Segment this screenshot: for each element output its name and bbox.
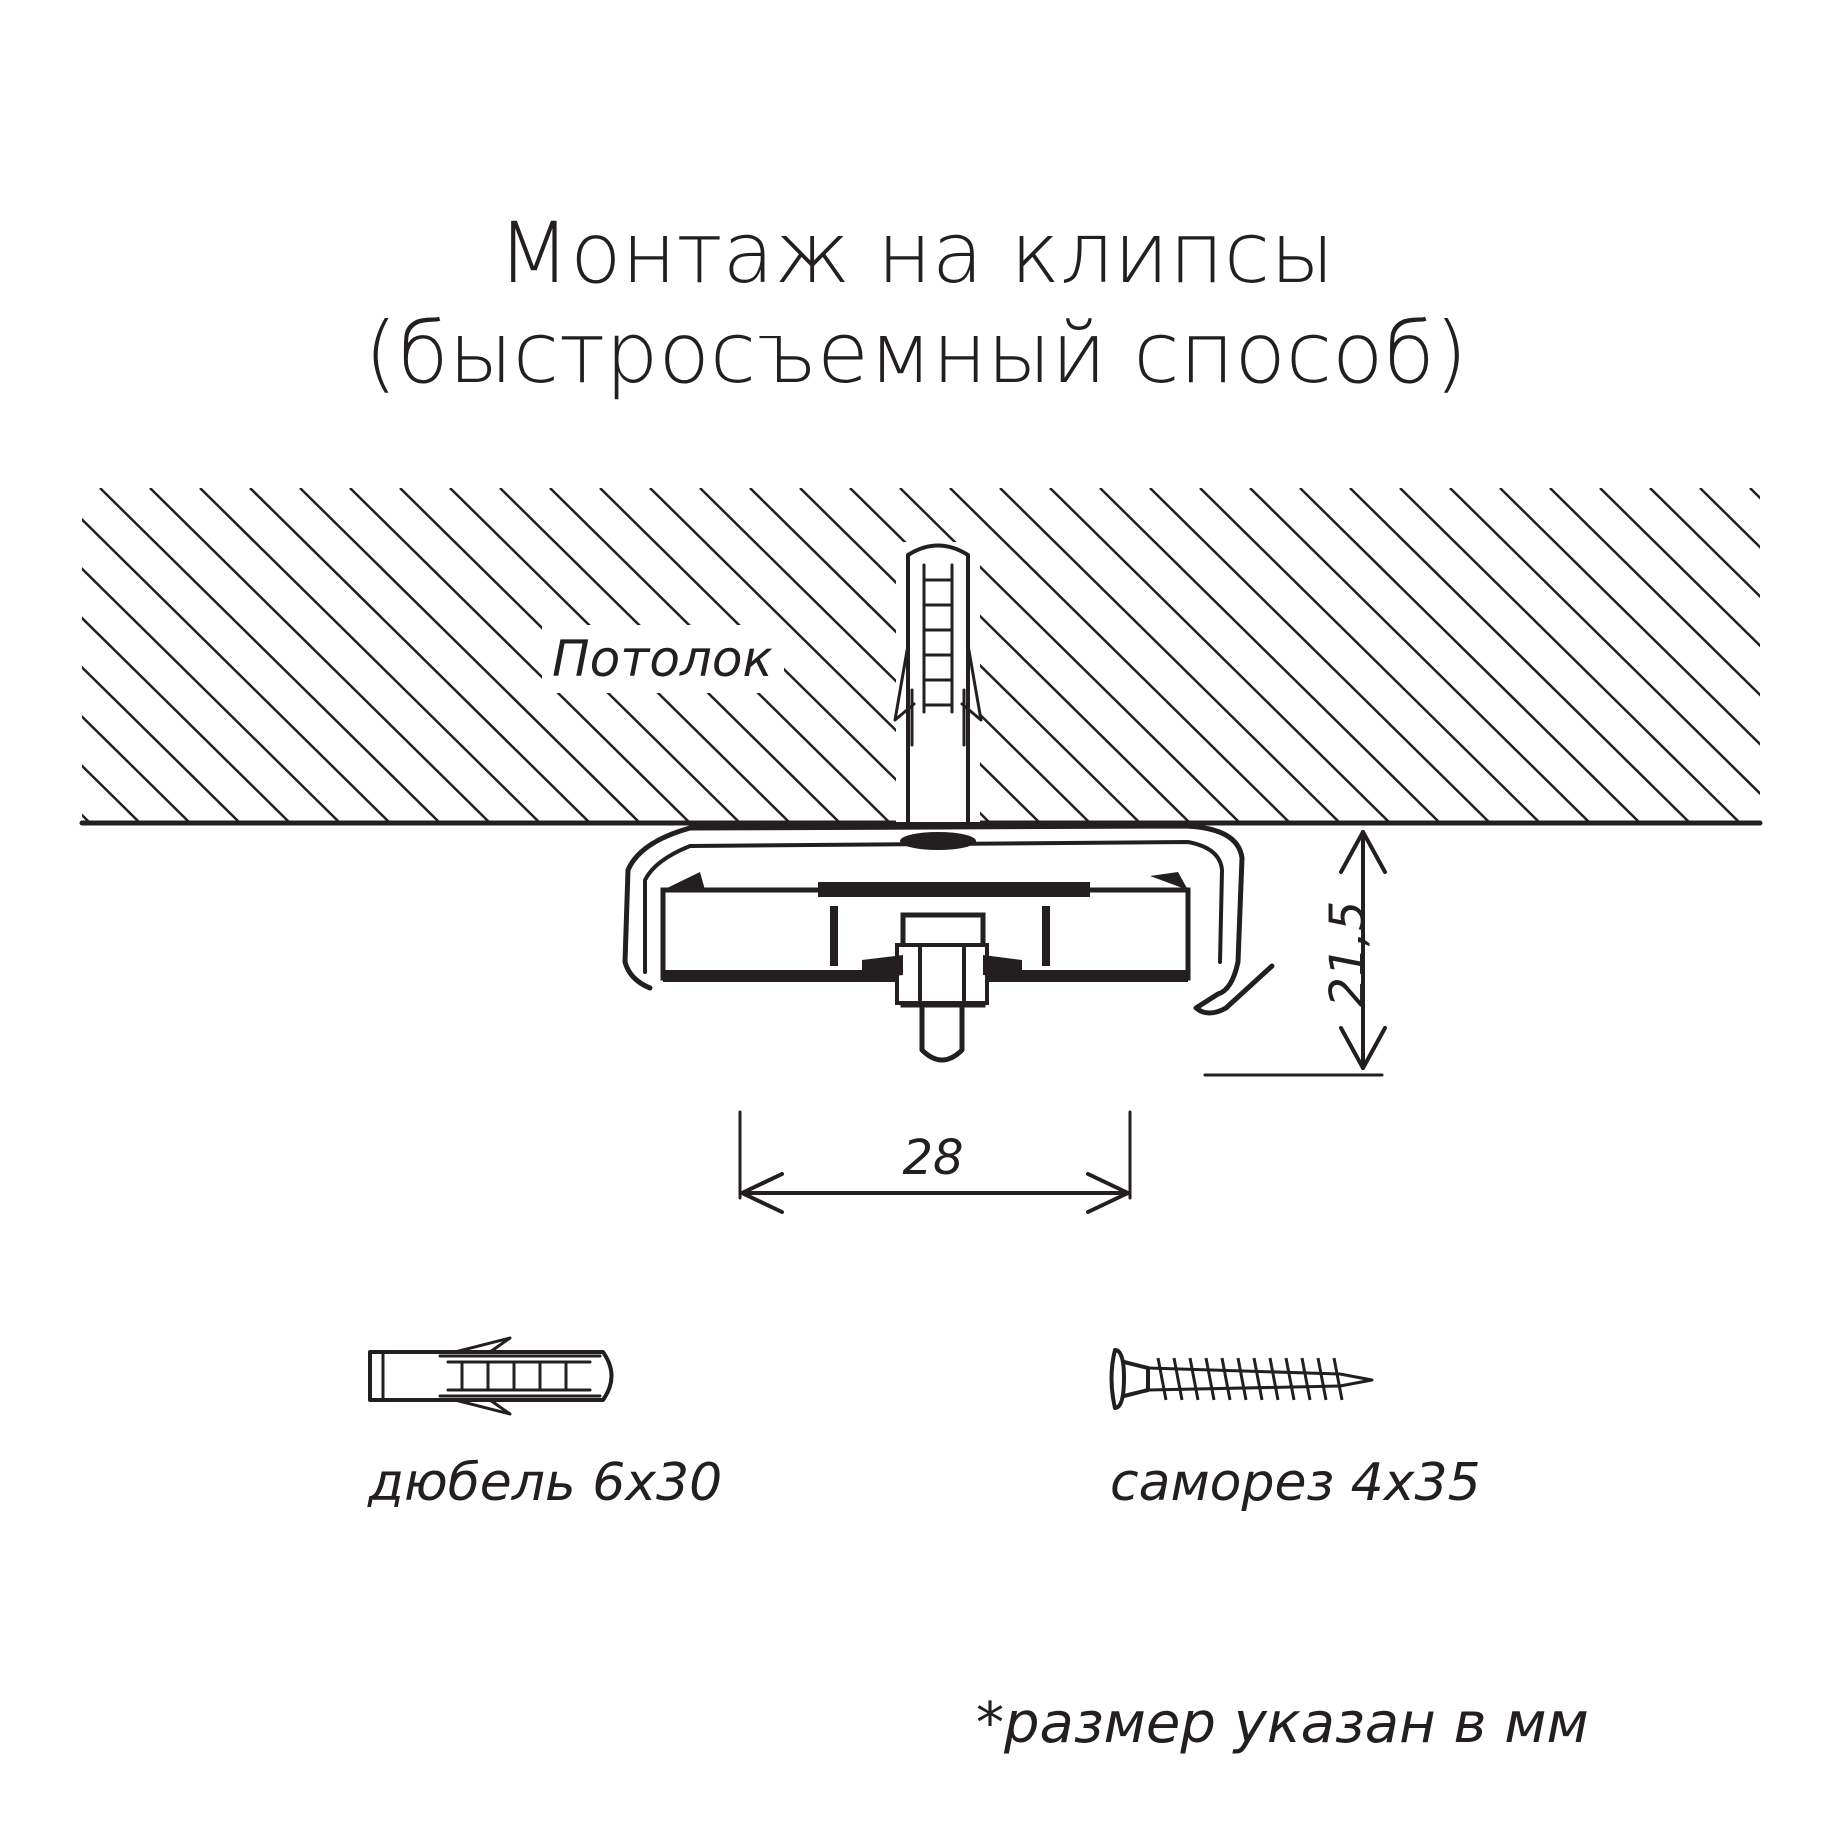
- hatch-line: [349, 488, 691, 823]
- title-line-2: (быстросъемный способ): [364, 304, 1467, 402]
- hatch-line: [1749, 488, 1760, 500]
- hatch-line: [82, 517, 391, 823]
- hatch-line: [199, 488, 541, 823]
- screw-label: саморез 4х35: [1110, 1453, 1481, 1513]
- hatch-line: [82, 567, 341, 823]
- title-line-1: Монтаж на клипсы: [498, 204, 1335, 302]
- screw-thread: [1284, 1357, 1296, 1401]
- hatch-line: [0, 488, 40, 823]
- hatch-line: [1099, 488, 1441, 823]
- hatch-line: [699, 488, 1041, 823]
- hatch-line: [1699, 488, 1760, 549]
- hatch-line: [99, 488, 441, 823]
- hatch-line: [82, 665, 241, 823]
- screw-icon: [1109, 1348, 1374, 1410]
- hatch-line: [1599, 488, 1760, 648]
- hatch-line: [949, 488, 1291, 823]
- screw-thread: [1188, 1357, 1200, 1401]
- hatch-line: [149, 488, 491, 823]
- hatch-line: [1299, 488, 1641, 823]
- hatch-line: [1349, 488, 1691, 823]
- hatch-line: [1149, 488, 1491, 823]
- screw-thread: [1268, 1357, 1280, 1401]
- dowel-label: дюбель 6х30: [367, 1453, 722, 1513]
- hatch-line: [1049, 488, 1391, 823]
- screw-thread: [1172, 1357, 1184, 1401]
- hatch-line: [249, 488, 591, 823]
- hatch-line: [1649, 488, 1760, 599]
- hatch-line: [1449, 488, 1760, 796]
- screw-thread: [1156, 1357, 1168, 1401]
- clip-plug: [862, 912, 1022, 1063]
- screw-thread: [1300, 1357, 1312, 1401]
- height-dimension-label: 21,5: [1320, 901, 1376, 1008]
- ceiling-label: Потолок: [552, 630, 773, 688]
- hatch-line: [82, 813, 91, 823]
- hatch-line: [1499, 488, 1760, 746]
- dowel-icon: [368, 1336, 614, 1416]
- ceiling-label-backing: [542, 625, 784, 693]
- hatch-line: [82, 764, 141, 823]
- screw-thread: [1332, 1357, 1344, 1401]
- dowel-in-ceiling: [893, 542, 983, 850]
- screw-thread: [1204, 1357, 1216, 1401]
- width-dimension-label: 28: [902, 1130, 963, 1186]
- screw-thread: [1316, 1357, 1328, 1401]
- height-dimension: 21,5: [1203, 830, 1387, 1077]
- screw-thread: [1252, 1357, 1264, 1401]
- hatch-line: [82, 616, 291, 823]
- hatch-line: [1399, 488, 1741, 823]
- hatch-line: [82, 714, 191, 823]
- hatch-line: [1199, 488, 1541, 823]
- width-dimension: 28: [738, 1110, 1132, 1214]
- hatch-line: [1549, 488, 1760, 697]
- screw-thread: [1236, 1357, 1248, 1401]
- screw-thread: [1220, 1357, 1232, 1401]
- hatch-line: [299, 488, 641, 823]
- footnote: *размер указан в мм: [976, 1691, 1589, 1756]
- hatch-line: [999, 488, 1341, 823]
- hatch-line: [1249, 488, 1591, 823]
